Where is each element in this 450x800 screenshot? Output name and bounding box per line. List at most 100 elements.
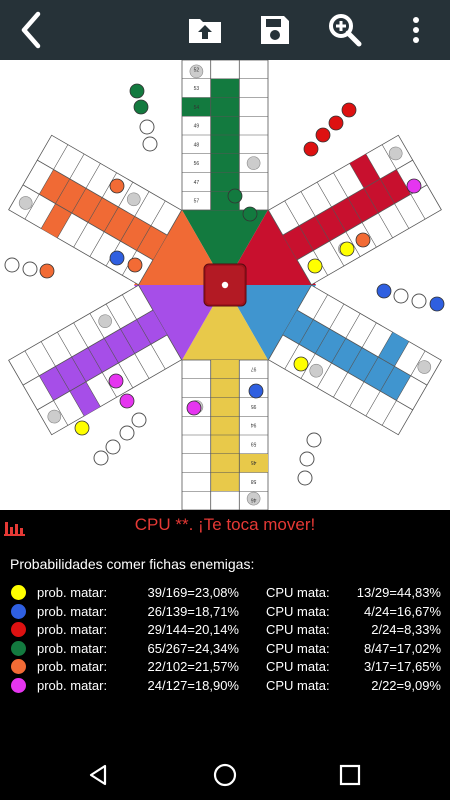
game-piece[interactable] [186, 400, 202, 416]
overflow-menu-button[interactable] [392, 6, 440, 54]
entry-square [239, 453, 268, 473]
empty-home-slot [299, 451, 315, 467]
game-piece[interactable] [74, 420, 90, 436]
cpu-kill-label: CPU mata: [266, 659, 330, 674]
game-piece[interactable] [127, 257, 143, 273]
game-piece[interactable] [339, 241, 355, 257]
center-red-triangle [225, 210, 316, 285]
empty-home-slot [142, 136, 158, 152]
empty-home-slot [411, 293, 427, 309]
info-panel: CPU **. ¡Te toca mover! Probabilidades c… [0, 510, 450, 750]
entry-square [349, 154, 381, 189]
safe-square-marker [126, 192, 141, 207]
kill-prob-value: 24/127=18,90% [147, 677, 239, 693]
home-lane [282, 169, 411, 260]
upload-folder-button[interactable] [181, 6, 229, 54]
cpu-kill-value: 3/17=17,65% [364, 659, 441, 674]
center-orange-triangle [134, 210, 225, 285]
player-color-dot [11, 659, 26, 674]
game-piece[interactable] [109, 178, 125, 194]
game-piece[interactable] [227, 188, 243, 204]
empty-home-slot [105, 439, 121, 455]
arm-red [267, 134, 442, 286]
game-piece[interactable] [429, 296, 445, 312]
probability-row: prob. matar:22/102=21,57%CPU mata:3/17=1… [0, 658, 450, 677]
game-piece[interactable] [242, 206, 258, 222]
probability-row: prob. matar:24/127=18,90%CPU mata:2/22=9… [0, 677, 450, 696]
track-number: 49 [194, 124, 200, 130]
bar-chart-icon[interactable] [4, 516, 26, 536]
home-lane [39, 310, 168, 401]
game-piece[interactable] [119, 393, 135, 409]
game-piece[interactable] [129, 83, 145, 99]
probabilities-table: prob. matar:39/169=23,08%CPU mata:13/29=… [0, 584, 450, 695]
empty-home-slot [4, 257, 20, 273]
cpu-kill-label: CPU mata: [266, 603, 330, 619]
cpu-kill-label: CPU mata: [266, 677, 330, 693]
nav-back-button[interactable] [78, 755, 118, 795]
probability-row: prob. matar:39/169=23,08%CPU mata:13/29=… [0, 584, 450, 603]
kill-prob-value: 65/267=24,34% [147, 640, 239, 656]
dice[interactable] [203, 263, 247, 307]
game-piece[interactable] [108, 373, 124, 389]
game-piece[interactable] [406, 178, 422, 194]
entry-square [182, 97, 211, 117]
cpu-kill-label: CPU mata: [266, 640, 330, 656]
game-piece[interactable] [293, 356, 309, 372]
game-piece[interactable] [315, 127, 331, 143]
app-toolbar [0, 0, 450, 60]
turn-status: CPU **. ¡Te toca mover! [134, 515, 316, 534]
player-color-dot [11, 640, 26, 656]
game-piece[interactable] [355, 232, 371, 248]
game-piece[interactable] [303, 141, 319, 157]
square-recents-icon [339, 764, 361, 786]
home-lane [282, 310, 411, 401]
safe-square-marker [388, 146, 403, 161]
kill-prob-value: 29/144=20,14% [147, 622, 239, 637]
system-navbar [0, 750, 450, 800]
back-button[interactable] [7, 6, 55, 54]
save-icon [261, 16, 289, 44]
game-piece[interactable] [248, 383, 264, 399]
game-piece[interactable] [341, 102, 357, 118]
kill-prob-label: prob. matar: [37, 585, 108, 600]
zoom-in-button[interactable] [321, 6, 369, 54]
circle-home-icon [213, 763, 237, 787]
nav-home-button[interactable] [205, 755, 245, 795]
track-number: 46 [251, 497, 257, 503]
entry-square [41, 203, 72, 238]
safe-square-marker [417, 360, 432, 374]
track-number: 95 [251, 403, 257, 409]
safe-square-marker [246, 491, 261, 506]
game-piece[interactable] [39, 263, 55, 279]
cpu-kill-value: 2/22=9,09% [371, 677, 441, 693]
center-yellow-triangle [182, 285, 268, 360]
cpu-kill-value: 4/24=16,67% [364, 603, 441, 619]
empty-home-slot [139, 119, 155, 135]
arm-blue [267, 284, 442, 436]
kill-prob-label: prob. matar: [37, 659, 108, 674]
nav-recents-button[interactable] [330, 755, 370, 795]
kill-prob-label: prob. matar: [37, 622, 108, 637]
center-green-triangle [182, 210, 268, 285]
game-piece[interactable] [109, 250, 125, 266]
empty-home-slot [93, 450, 109, 466]
probability-row: prob. matar:65/267=24,34%CPU mata:8/47=1… [0, 640, 450, 659]
empty-home-slot [297, 470, 313, 486]
game-piece[interactable] [133, 99, 149, 115]
track-number: 94 [251, 422, 257, 428]
home-lane [210, 78, 240, 210]
empty-home-slot [306, 432, 322, 448]
safe-square-marker [246, 156, 261, 170]
game-piece[interactable] [307, 258, 323, 274]
empty-home-slot [131, 412, 147, 428]
cpu-kill-label: CPU mata: [266, 585, 330, 600]
player-color-dot [11, 622, 26, 637]
game-piece[interactable] [376, 283, 392, 299]
arm-purple [8, 284, 183, 436]
game-piece[interactable] [328, 115, 344, 131]
save-button[interactable] [251, 6, 299, 54]
parchis-board: 52535449485647574658455994959697 [4, 60, 445, 510]
home-lane [210, 360, 240, 492]
cpu-kill-value: 13/29=44,83% [356, 585, 441, 600]
